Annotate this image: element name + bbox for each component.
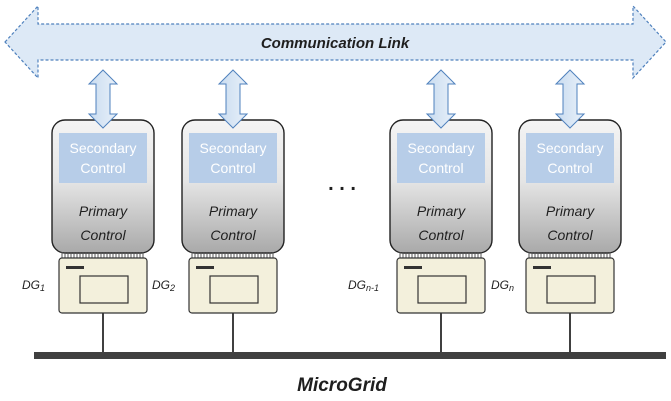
microgrid-bus [34, 352, 666, 359]
primary-control-label: Control [418, 227, 464, 243]
dg-box [396, 257, 486, 314]
primary-control-label: Primary [417, 203, 466, 219]
secondary-control-box [59, 133, 147, 183]
dg-panel [417, 275, 467, 304]
secondary-control-label: Secondary [537, 140, 604, 156]
secondary-control-box [526, 133, 614, 183]
communication-link-arrow [4, 4, 667, 80]
dg-indicator [533, 266, 551, 269]
secondary-control-label: Control [210, 160, 255, 176]
primary-control-label: Control [80, 227, 126, 243]
dg-label: DG1 [22, 278, 45, 293]
dg-label: DG2 [152, 278, 175, 293]
dg-panel [79, 275, 129, 304]
dg-box [58, 257, 148, 314]
communication-link-label: Communication Link [261, 35, 410, 52]
secondary-control-box [189, 133, 277, 183]
primary-control-label: Control [210, 227, 256, 243]
dg-indicator [66, 266, 84, 269]
primary-control-label: Primary [79, 203, 128, 219]
secondary-control-label: Secondary [200, 140, 267, 156]
link-connector-arrow [87, 69, 119, 129]
link-connector-arrow [554, 69, 586, 129]
secondary-control-label: Control [418, 160, 463, 176]
ellipsis: . . . [328, 173, 356, 195]
dg-box [188, 257, 278, 314]
secondary-control-label: Secondary [70, 140, 137, 156]
secondary-control-label: Secondary [408, 140, 475, 156]
primary-control-label: Primary [209, 203, 258, 219]
microgrid-label: MicroGrid [297, 375, 387, 396]
dg-label: DGn [491, 278, 514, 293]
primary-control-label: Primary [546, 203, 595, 219]
secondary-control-label: Control [80, 160, 125, 176]
dg-indicator [404, 266, 422, 269]
dg-box [525, 257, 615, 314]
dg-indicator [196, 266, 214, 269]
secondary-control-box [397, 133, 485, 183]
secondary-control-label: Control [547, 160, 592, 176]
link-connector-arrow [217, 69, 249, 129]
dg-panel [209, 275, 259, 304]
dg-label: DGn-1 [348, 278, 379, 293]
link-connector-arrow [425, 69, 457, 129]
primary-control-label: Control [547, 227, 593, 243]
dg-panel [546, 275, 596, 304]
